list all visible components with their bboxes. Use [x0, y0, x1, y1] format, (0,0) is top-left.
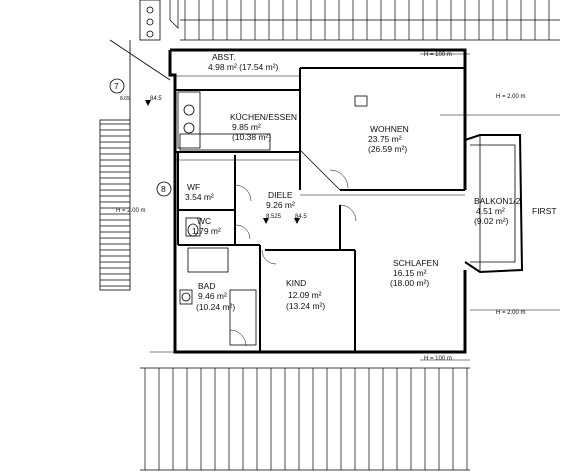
room-area2-schlafen: (18.00 m²) — [390, 278, 429, 288]
room-area-wohnen: 23.75 m² — [368, 134, 402, 144]
height-bottom: H = 100 m — [424, 356, 452, 362]
room-area-balkon: 4.51 m² — [476, 206, 505, 216]
stair-area — [99, 0, 171, 291]
room-name-schlafen: SCHLAFEN — [393, 258, 438, 268]
height-right-bottom: H = 2.00 m — [496, 310, 526, 316]
circle-label-7: 7 — [114, 81, 119, 91]
room-name-kind: KIND — [286, 278, 306, 288]
level-markers: 7 8 8.525 84.5 84.5 8.65 — [109, 78, 307, 224]
interior-walls — [175, 67, 465, 352]
room-area2-kind: (13.24 m²) — [286, 301, 325, 311]
room-area2-wohnen: (26.59 m²) — [368, 144, 407, 154]
balcony — [464, 134, 524, 274]
outer-walls — [168, 48, 467, 354]
room-name-wohnen: WOHNEN — [370, 124, 409, 134]
room-area-wc: 1.79 m² — [192, 226, 221, 236]
roof-top — [169, 0, 560, 41]
circle-marker-8 — [156, 181, 172, 197]
level-diele: 8.525 — [266, 214, 282, 220]
room-area-kind: 12.09 m² — [288, 290, 322, 300]
room-area-diele: 9.26 m² — [266, 200, 295, 210]
door-swings — [229, 169, 357, 347]
room-name-wc: WC — [197, 216, 211, 226]
first-label: FIRST — [532, 206, 557, 216]
dimension-lines — [150, 53, 560, 361]
room-area-abst: 4.98 m² (17.54 m²) — [208, 62, 279, 72]
room-name-diele: DIELE — [268, 190, 293, 200]
level-stair-left: 8.65 — [120, 96, 130, 102]
room-name-balkon: BALKON1/2 — [474, 196, 521, 206]
room-area-bad: 9.46 m² — [198, 291, 227, 301]
level-triangle-stair — [145, 100, 151, 106]
height-left: H = 2.00 m — [116, 208, 146, 214]
level-diele2: 84.5 — [295, 214, 307, 220]
height-top: H = 100 m — [424, 52, 452, 58]
room-area-schlafen: 16.15 m² — [393, 268, 427, 278]
roof-bottom — [140, 367, 470, 471]
height-right-top: H = 2.00 m — [496, 94, 526, 100]
room-area2-balkon: (9.02 m²) — [474, 216, 509, 226]
circle-marker-7 — [109, 78, 125, 94]
room-labels: ABST. 4.98 m² (17.54 m²) KÜCHEN/ESSEN 9.… — [185, 52, 521, 312]
room-area2-kueche: (10.38 m²) — [232, 132, 271, 142]
circle-label-8: 8 — [161, 184, 166, 194]
kitchen-fixtures — [177, 91, 368, 151]
room-area-kueche: 9.85 m² — [232, 122, 261, 132]
room-area-wf: 3.54 m² — [185, 192, 214, 202]
level-triangle-diele — [263, 218, 269, 224]
room-name-abst: ABST. — [212, 52, 236, 62]
room-name-bad: BAD — [198, 281, 215, 291]
room-name-wf: WF — [187, 182, 200, 192]
level-triangle-diele2 — [294, 218, 300, 224]
level-stair: 84.5 — [150, 96, 162, 102]
room-area2-bad: (10.24 m²) — [196, 302, 235, 312]
room-name-kueche: KÜCHEN/ESSEN — [230, 112, 297, 122]
bath-fixtures — [179, 217, 257, 346]
height-annotations: H = 100 m H = 2.00 m H = 2.00 m H = 100 … — [116, 52, 557, 362]
